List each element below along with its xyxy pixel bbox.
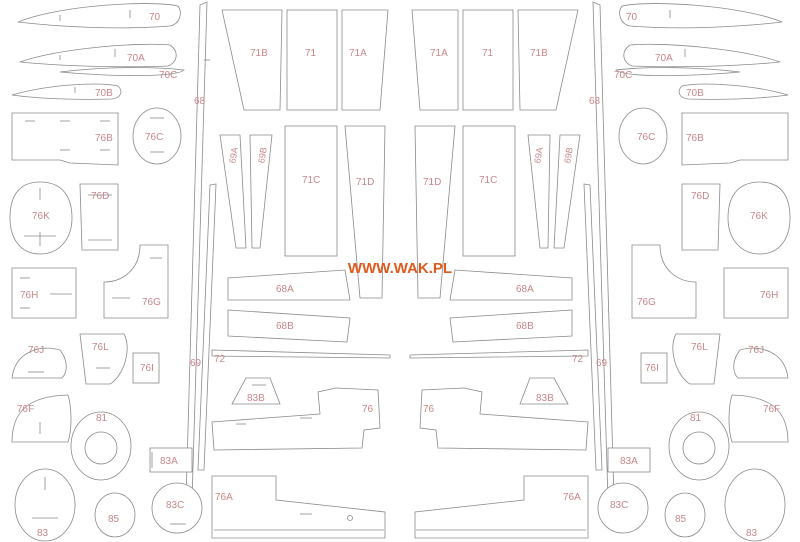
label-76i-r: 76I [645,363,659,374]
label-71b-r: 71B [530,48,548,59]
label-69b-r: 69B [562,146,575,164]
label-76k-r: 76K [750,211,768,222]
label-68-r: 68 [589,96,601,107]
label-71d-r: 71D [423,177,441,188]
label-76l-r: 76L [691,342,708,353]
label-76a-r: 76A [563,492,581,503]
label-76-r: 76 [423,404,435,415]
label-72-r: 72 [572,354,584,365]
right-half: 70 70A 70C 70B 68 71A 71 71B 69A 69B 71D… [409,1,791,542]
label-76j-r: 76J [748,345,764,356]
label-83-r: 83 [746,528,758,539]
label-76c-r: 76C [637,132,655,143]
left-half [9,1,391,542]
label-68a-r: 68A [516,284,534,295]
label-76g-r: 76G [637,297,656,308]
label-70b-r: 70B [686,88,704,99]
label-69-r: 69 [596,358,608,369]
label-70a-r: 70A [655,53,673,64]
label-71c-r: 71C [479,175,497,186]
label-76b-r: 76B [686,133,704,144]
label-83a-r: 83A [620,456,638,467]
label-83b-r: 83B [536,393,554,404]
label-70-r: 70 [626,12,638,23]
label-83c-r: 83C [610,500,628,511]
label-76h-r: 76H [760,290,778,301]
label-71-r: 71 [482,48,494,59]
label-76f-r: 76F [763,404,780,415]
website-watermark: WWW.WAK.PL [347,260,453,277]
label-69a-r: 69A [532,146,545,164]
label-76d-r: 76D [691,191,709,202]
label-85-r: 85 [675,514,687,525]
label-81-r: 81 [690,413,702,424]
label-71a-r: 71A [430,48,448,59]
label-70c-r: 70C [614,70,632,81]
label-68b-r: 68B [516,321,534,332]
